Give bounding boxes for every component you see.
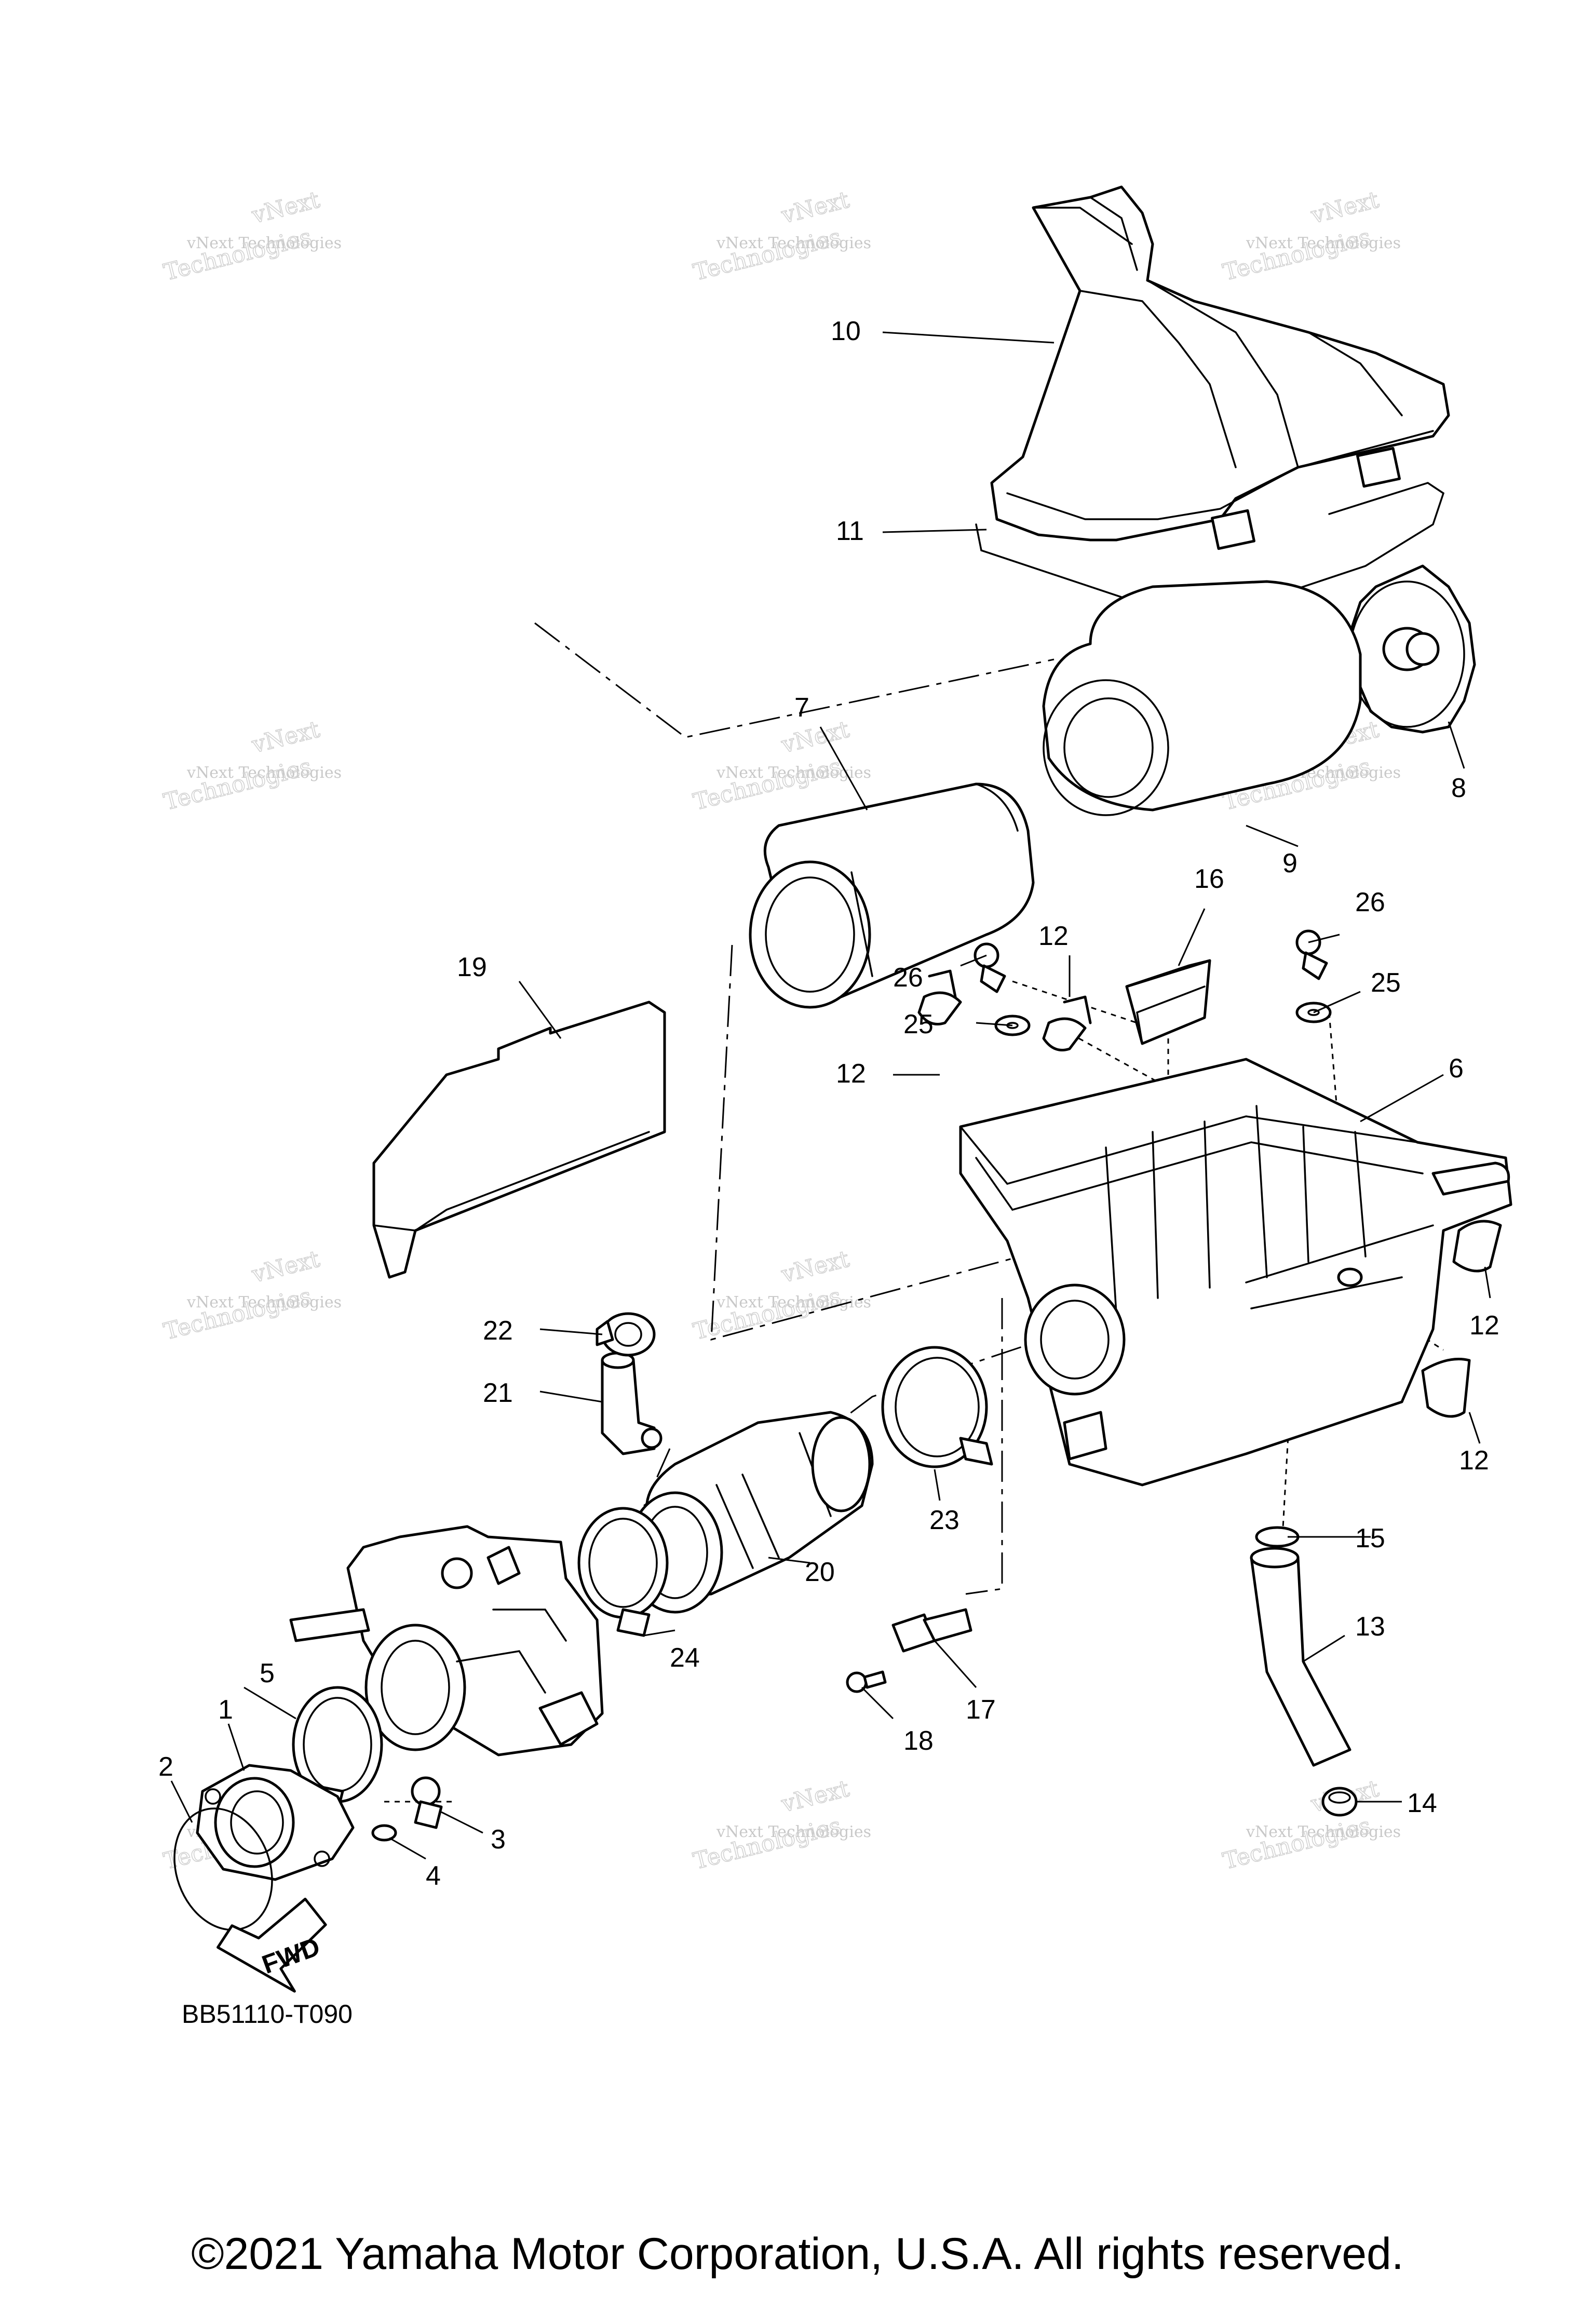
svg-text:vNext: vNext — [778, 186, 852, 229]
sensor-screw — [846, 1670, 887, 1693]
svg-text:vNext: vNext — [778, 1775, 852, 1818]
heat-shield — [372, 1001, 666, 1279]
callout-13: 13 — [1355, 1612, 1385, 1642]
intake-temp-sensor — [891, 1608, 972, 1653]
drain-plug — [1321, 1787, 1358, 1817]
drawing-code: BB51110-T090 — [182, 1999, 353, 2029]
breather-clip — [596, 1312, 656, 1357]
watermark: vNext vNext Technologies Technologies — [691, 186, 871, 286]
clip-a — [917, 969, 962, 1025]
callout-4: 4 — [426, 1861, 441, 1891]
callout-22: 22 — [483, 1316, 513, 1346]
svg-text:vNext: vNext — [778, 716, 852, 759]
hose-clamp-23 — [881, 1346, 993, 1468]
callout-26b: 26 — [1355, 887, 1385, 917]
outer-filter-element — [1042, 580, 1362, 816]
watermark: vNext vNext Technologies Technologies — [1220, 186, 1401, 286]
svg-text:vNext: vNext — [249, 716, 322, 759]
throttle-body — [289, 1525, 604, 1756]
callout-7: 7 — [794, 693, 809, 723]
callout-5: 5 — [260, 1658, 275, 1688]
svg-text:Technologies: Technologies — [691, 753, 844, 816]
callout-24: 24 — [670, 1643, 700, 1673]
throttle-body-joint — [196, 1764, 355, 1881]
callout-12c: 12 — [1469, 1310, 1499, 1341]
callout-11: 11 — [836, 516, 864, 546]
callout-2: 2 — [158, 1752, 173, 1782]
svg-text:vNext: vNext — [249, 1246, 322, 1288]
fwd-arrow: FWD — [217, 1897, 327, 1993]
joint-bolt — [411, 1776, 443, 1829]
svg-text:vNext Technologies: vNext Technologies — [716, 234, 871, 252]
callout-25b: 25 — [1371, 968, 1401, 998]
callout-16: 16 — [1194, 864, 1224, 894]
callout-26: 26 — [893, 963, 923, 993]
watermark: vNext vNext Technologies Technologies — [161, 1245, 342, 1345]
svg-text:vNext Technologies: vNext Technologies — [716, 1293, 871, 1312]
callout-17: 17 — [966, 1695, 996, 1725]
callout-14: 14 — [1407, 1788, 1437, 1818]
svg-text:Technologies: Technologies — [691, 1813, 844, 1875]
watermark: vNext vNext Technologies Technologies — [691, 1245, 871, 1345]
callout-21: 21 — [483, 1378, 513, 1408]
drain-hose — [1250, 1547, 1351, 1767]
clip-b — [1042, 995, 1092, 1051]
leader-lines — [170, 331, 1491, 1860]
svg-text:vNext Technologies: vNext Technologies — [186, 1293, 342, 1312]
svg-text:Technologies: Technologies — [1220, 1813, 1373, 1875]
clip-c — [1452, 1220, 1502, 1273]
air-box-gasket — [975, 482, 1445, 614]
callout-20: 20 — [805, 1557, 835, 1587]
svg-text:Technologies: Technologies — [691, 224, 844, 286]
callout-3: 3 — [491, 1825, 506, 1855]
svg-text:vNext: vNext — [778, 1246, 852, 1288]
air-box-cover — [990, 185, 1450, 550]
callout-10: 10 — [831, 316, 861, 346]
callout-19: 19 — [457, 952, 487, 982]
svg-text:Technologies: Technologies — [161, 753, 314, 816]
callout-12: 12 — [1038, 921, 1069, 951]
svg-text:vNext Technologies: vNext Technologies — [716, 1823, 871, 1841]
callout-numbers: 10 11 7 8 9 16 26 26 25 25 12 12 12 12 6… — [158, 316, 1499, 1891]
copyright-notice: ©2021 Yamaha Motor Corporation, U.S.A. A… — [191, 2229, 1404, 2279]
air-box-case — [959, 1058, 1512, 1487]
callout-15: 15 — [1355, 1523, 1385, 1553]
bolt-right — [1295, 929, 1328, 980]
svg-text:Technologies: Technologies — [161, 1283, 314, 1345]
joint-washer — [371, 1824, 397, 1842]
watermark: vNext vNext Technologies Technologies — [1220, 1775, 1401, 1875]
callout-8: 8 — [1451, 773, 1466, 803]
svg-text:vNext: vNext — [1308, 186, 1382, 229]
callout-12b: 12 — [836, 1059, 866, 1089]
watermark: vNext vNext Technologies Technologies — [161, 715, 342, 816]
callout-12d: 12 — [1459, 1445, 1489, 1476]
svg-text:Technologies: Technologies — [161, 224, 314, 286]
watermark: vNext vNext Technologies Technologies — [691, 1775, 871, 1875]
breather-elbow — [601, 1352, 663, 1455]
bolt-left — [974, 942, 1006, 993]
watermark: vNext vNext Technologies Technologies — [161, 186, 342, 286]
foam-pad — [1125, 959, 1211, 1045]
callout-18: 18 — [903, 1726, 934, 1756]
svg-text:Technologies: Technologies — [1220, 224, 1373, 286]
callout-23: 23 — [929, 1505, 959, 1535]
svg-text:vNext Technologies: vNext Technologies — [1246, 234, 1401, 252]
air-filter-cap — [1348, 564, 1476, 734]
o-ring — [173, 1807, 273, 1931]
svg-text:vNext: vNext — [249, 186, 322, 229]
callout-6: 6 — [1449, 1053, 1464, 1084]
callout-1: 1 — [218, 1695, 233, 1725]
svg-text:vNext Technologies: vNext Technologies — [1246, 1823, 1401, 1841]
svg-text:vNext Technologies: vNext Technologies — [186, 234, 342, 252]
callout-9: 9 — [1282, 848, 1297, 879]
inner-filter-element — [749, 782, 1035, 1009]
svg-text:vNext Technologies: vNext Technologies — [186, 764, 342, 782]
callout-25: 25 — [903, 1009, 934, 1039]
clip-d — [1421, 1358, 1471, 1418]
